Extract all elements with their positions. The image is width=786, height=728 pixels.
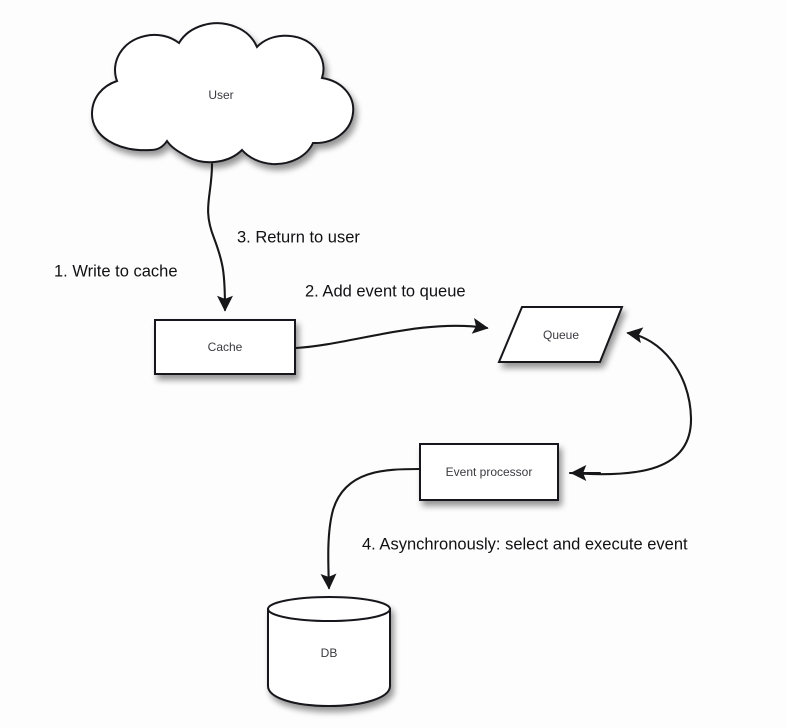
node-label-cache: Cache [208, 340, 243, 354]
cloud-shape [90, 22, 355, 166]
node-event-processor[interactable]: Event processor [419, 443, 559, 501]
cache-box [154, 319, 296, 375]
edge-label-return-to-user: 3. Return to user [237, 228, 360, 246]
edge-label-add-event-to-queue: 2. Add event to queue [305, 282, 466, 300]
node-label-user: User [208, 88, 233, 102]
node-cache[interactable]: Cache [154, 319, 296, 375]
db-cylinder-top [267, 596, 391, 622]
node-user[interactable]: User [90, 22, 355, 166]
node-label-db: DB [321, 646, 338, 660]
event-processor-box [419, 443, 559, 501]
edge-cache-to-queue [294, 318, 489, 350]
queue-parallelogram [497, 306, 624, 363]
db-cylinder-body [267, 608, 391, 708]
edge-label-async-select-execute: 4. Asynchronously: select and execute ev… [362, 535, 688, 553]
node-label-queue: Queue [543, 328, 579, 342]
node-queue[interactable]: Queue [497, 306, 624, 363]
edge-event-processor-to-db [320, 467, 421, 590]
edge-label-write-to-cache: 1. Write to cache [54, 262, 178, 280]
edge-event-processor-to-queue [568, 327, 693, 476]
node-label-event-processor: Event processor [446, 465, 533, 479]
node-db[interactable]: DB [267, 596, 391, 708]
edge-user-to-cache [207, 162, 233, 312]
